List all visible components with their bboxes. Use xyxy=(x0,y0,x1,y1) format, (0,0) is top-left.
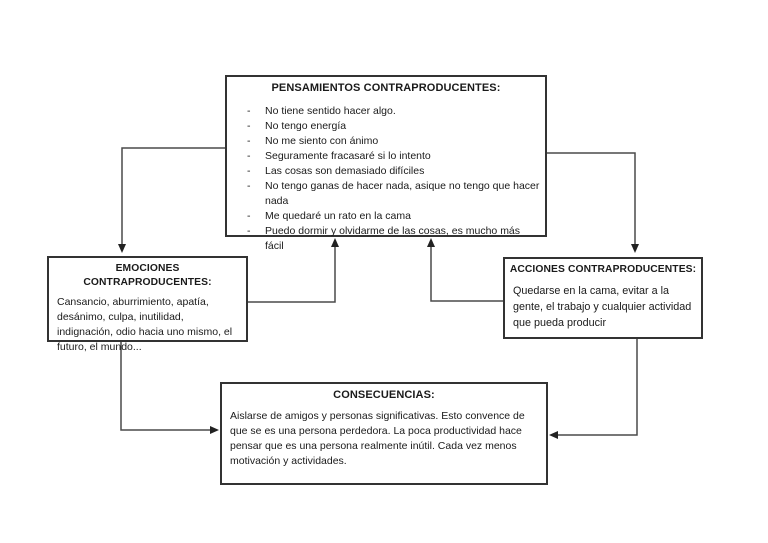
connector-acciones-to-consecuencias xyxy=(549,339,638,439)
connector-pensamientos-to-acciones xyxy=(547,152,639,253)
bullet-dash: - xyxy=(247,120,251,132)
list-item: - No tengo energía xyxy=(227,119,541,134)
connector-emociones-to-pensamientos xyxy=(248,238,339,303)
bullet-dash: - xyxy=(247,135,251,147)
list-item-text: No tengo ganas de hacer nada, asique no … xyxy=(265,180,540,207)
list-item: - Las cosas son demasiado difíciles xyxy=(227,164,541,179)
pensamientos-title: PENSAMIENTOS CONTRAPRODUCENTES: xyxy=(271,82,501,94)
list-item-text: Puedo dormir y olvidarme de las cosas, e… xyxy=(265,225,521,252)
list-item: - No me siento con ánimo xyxy=(227,134,541,149)
list-item: - Me quedaré un rato en la cama xyxy=(227,209,541,224)
emociones-title: EMOCIONES CONTRAPRODUCENTES: xyxy=(83,263,212,288)
acciones-body: Quedarse en la cama, evitar a la gente, … xyxy=(513,285,692,329)
list-item-text: No tiene sentido hacer algo. xyxy=(265,105,396,117)
consecuencias-title: CONSECUENCIAS: xyxy=(333,389,435,401)
emociones-box: EMOCIONES CONTRAPRODUCENTES: Cansancio, … xyxy=(47,256,248,353)
bullet-dash: - xyxy=(247,150,251,162)
connector-pensamientos-to-emociones xyxy=(118,147,225,253)
bullet-dash: - xyxy=(247,165,251,177)
acciones-box: ACCIONES CONTRAPRODUCENTES: Quedarse en … xyxy=(503,257,703,339)
list-item: - No tengo ganas de hacer nada, asique n… xyxy=(227,179,541,209)
consecuencias-body: Aislarse de amigos y personas significat… xyxy=(230,410,525,467)
list-item-text: Me quedaré un rato en la cama xyxy=(265,210,411,222)
bullet-dash: - xyxy=(247,210,251,222)
list-item: - Seguramente fracasaré si lo intento xyxy=(227,149,541,164)
bullet-dash: - xyxy=(247,180,251,192)
consecuencias-box: CONSECUENCIAS: Aislarse de amigos y pers… xyxy=(220,382,548,485)
list-item-text: No tengo energía xyxy=(265,120,347,132)
list-item-text: Las cosas son demasiado difíciles xyxy=(265,165,425,177)
pensamientos-box: PENSAMIENTOS CONTRAPRODUCENTES: - No tie… xyxy=(225,75,547,252)
list-item-text: Seguramente fracasaré si lo intento xyxy=(265,150,431,162)
bullet-dash: - xyxy=(247,225,251,237)
pensamientos-list: - No tiene sentido hacer algo. - No teng… xyxy=(227,104,545,254)
list-item: - Puedo dormir y olvidarme de las cosas,… xyxy=(227,224,541,254)
list-item-text: No me siento con ánimo xyxy=(265,135,379,147)
list-item: - No tiene sentido hacer algo. xyxy=(227,104,541,119)
connector-acciones-to-pensamientos xyxy=(427,238,503,302)
emociones-body: Cansancio, aburrimiento, apatía, desánim… xyxy=(57,296,233,353)
connector-emociones-to-consecuencias xyxy=(120,342,219,434)
acciones-title: ACCIONES CONTRAPRODUCENTES: xyxy=(509,264,697,275)
bullet-dash: - xyxy=(247,105,251,117)
